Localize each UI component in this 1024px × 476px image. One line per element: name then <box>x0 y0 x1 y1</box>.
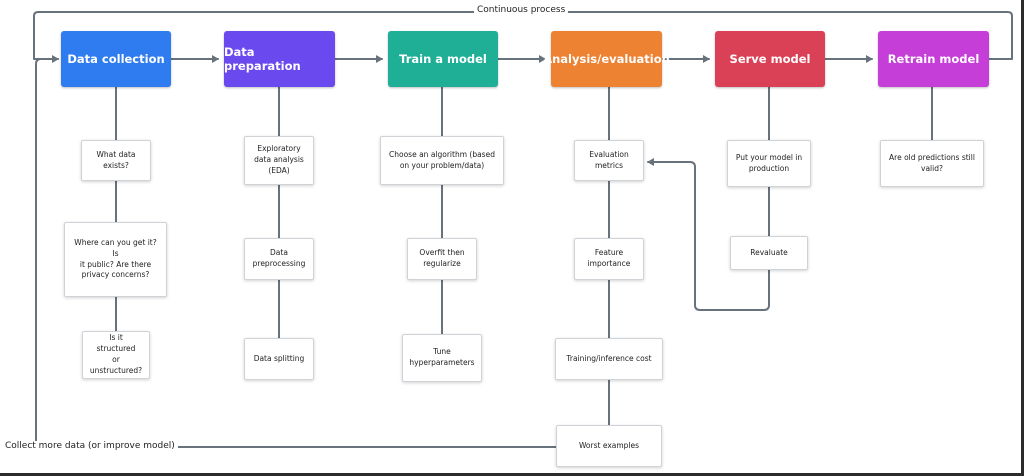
card-tune-hyperparameters: Tune hyperparameters <box>402 334 482 382</box>
card-choose-algorithm: Choose an algorithm (based on your probl… <box>380 136 504 185</box>
continuous-process-label: Continuous process <box>474 5 569 15</box>
card-data-splitting: Data splitting <box>244 338 314 380</box>
card-revaluate: Revaluate <box>730 236 808 270</box>
card-structured-or-unstructured: Is it structured or unstructured? <box>82 331 150 379</box>
stage-retrain-model[interactable]: Retrain model <box>878 31 989 87</box>
stage-data-preparation[interactable]: Data preparation <box>224 31 335 87</box>
card-overfit-then-regularize: Overfit then regularize <box>407 238 477 280</box>
stage-data-collection[interactable]: Data collection <box>61 31 171 87</box>
card-where-to-get-data: Where can you get it? Is it public? Are … <box>64 222 167 297</box>
card-data-preprocessing: Data preprocessing <box>244 238 314 280</box>
card-evaluation-metrics: Evaluation metrics <box>574 140 644 181</box>
stage-train-model[interactable]: Train a model <box>388 31 498 87</box>
card-old-predictions-valid: Are old predictions still valid? <box>880 140 984 187</box>
card-training-inference-cost: Training/inference cost <box>555 338 663 380</box>
card-worst-examples: Worst examples <box>556 425 662 467</box>
card-feature-importance: Feature importance <box>574 238 644 280</box>
revaluate-feedback-loop <box>647 158 770 311</box>
stage-analysis-evaluation[interactable]: Analysis/evaluation <box>543 31 670 87</box>
card-eda: Exploratory data analysis (EDA) <box>244 136 314 185</box>
collect-more-data-label: Collect more data (or improve model) <box>2 441 178 451</box>
continuous-process-loop <box>33 11 1013 63</box>
card-put-in-production: Put your model in production <box>727 140 811 187</box>
card-what-data-exists: What data exists? <box>81 140 151 181</box>
stage-serve-model[interactable]: Serve model <box>715 31 825 87</box>
